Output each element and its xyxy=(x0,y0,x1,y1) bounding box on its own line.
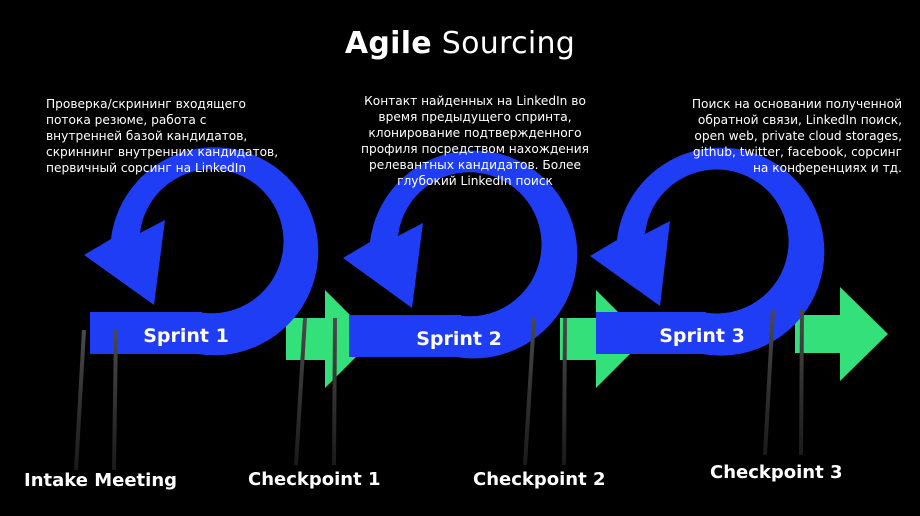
checkpoint-arrow-1 xyxy=(286,290,374,388)
page-title: Agile Sourcing xyxy=(0,26,920,61)
title-light: Sourcing xyxy=(441,26,576,61)
ladder-checkpoint-2 xyxy=(523,317,567,466)
sprint-3-label: Sprint 3 xyxy=(659,325,745,347)
ladder-intake xyxy=(74,329,118,471)
sprint-1-description: Проверка/скрининг входящего потока резюм… xyxy=(46,97,279,175)
sprint-2-loop xyxy=(343,150,578,359)
sprint-1-label: Sprint 1 xyxy=(143,325,229,347)
milestone-checkpoint-2: Checkpoint 2 xyxy=(473,469,606,490)
milestone-checkpoint-3: Checkpoint 3 xyxy=(710,462,843,483)
milestone-checkpoint-1: Checkpoint 1 xyxy=(248,469,381,490)
ladder-checkpoint-1 xyxy=(294,317,337,466)
checkpoint-arrow-3 xyxy=(795,287,888,381)
sprint-3-loop xyxy=(590,147,825,356)
title-bold: Agile xyxy=(344,26,432,61)
sprint-3-description: Поиск на основании полученной обратной с… xyxy=(691,97,902,175)
ladder-checkpoint-3 xyxy=(763,309,804,456)
milestone-intake-meeting: Intake Meeting xyxy=(24,470,178,491)
sprint-2-label: Sprint 2 xyxy=(416,328,502,350)
sprint-2-description: Контакт найденных на LinkedIn во время п… xyxy=(360,94,590,188)
